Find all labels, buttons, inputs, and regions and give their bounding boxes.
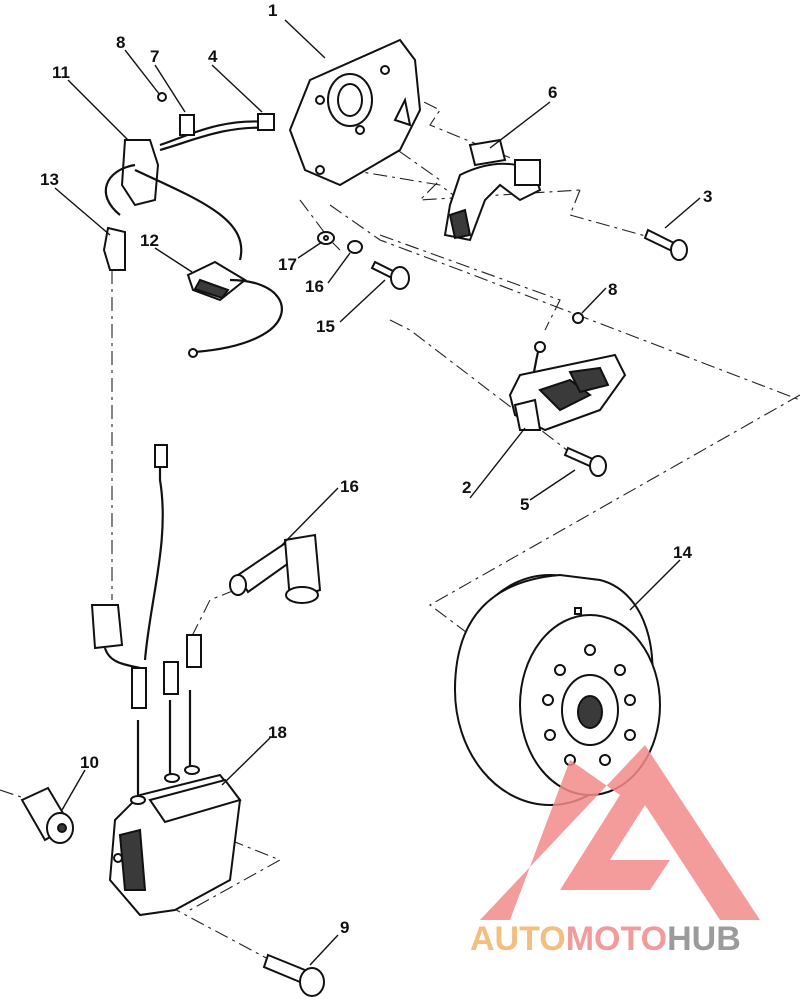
callout-numbers: 1 2 3 4 5 6 7 8 8 9 10 11 12 13 14 15 16…	[40, 1, 712, 937]
callout-3: 3	[703, 187, 712, 206]
pickup-coil	[443, 138, 542, 242]
screw-15	[370, 260, 410, 290]
lock-washer-16	[347, 240, 363, 254]
flywheel-14	[454, 573, 661, 806]
callout-17: 17	[278, 255, 297, 274]
wiring-harness	[102, 92, 275, 271]
callout-18: 18	[268, 723, 287, 742]
callout-15: 15	[316, 317, 335, 336]
svg-text:AUTOMOTOHUB: AUTOMOTOHUB	[470, 920, 741, 958]
callout-9: 9	[340, 918, 349, 937]
regulator-12	[186, 260, 283, 358]
automotohub-watermark: AUTOMOTOHUB	[470, 745, 760, 958]
watermark-hub: HUB	[667, 920, 741, 958]
callout-5: 5	[520, 495, 529, 514]
callout-16-lower: 16	[340, 477, 359, 496]
washer-17	[317, 231, 335, 245]
callout-6: 6	[548, 83, 557, 102]
watermark-moto: MOTO	[566, 920, 667, 958]
callout-11: 11	[52, 63, 70, 82]
callout-14: 14	[673, 543, 692, 562]
watermark-auto: AUTO	[470, 920, 566, 958]
callout-4: 4	[208, 47, 218, 66]
screw-8b	[572, 312, 584, 324]
callout-10: 10	[80, 753, 99, 772]
callout-8-top: 8	[116, 33, 125, 52]
callout-7: 7	[150, 47, 159, 66]
rubber-boot-10	[20, 786, 74, 844]
coil-wiring	[90, 444, 202, 795]
callout-13: 13	[40, 170, 59, 189]
screw-5	[563, 446, 607, 477]
callout-1: 1	[268, 1, 277, 20]
bolt-9	[262, 953, 325, 997]
charging-coil-2	[508, 341, 627, 432]
triangle-logo-icon	[480, 745, 760, 920]
callout-8-right: 8	[608, 280, 617, 299]
callout-2: 2	[462, 478, 471, 497]
spark-plug-cap-16	[229, 533, 322, 604]
callout-16-upper: 16	[305, 277, 324, 296]
screw-3	[643, 228, 688, 261]
stator-plate	[288, 38, 422, 187]
ignition-coil-18	[108, 765, 242, 917]
callout-12: 12	[140, 231, 159, 250]
leader-lines	[54, 19, 701, 966]
